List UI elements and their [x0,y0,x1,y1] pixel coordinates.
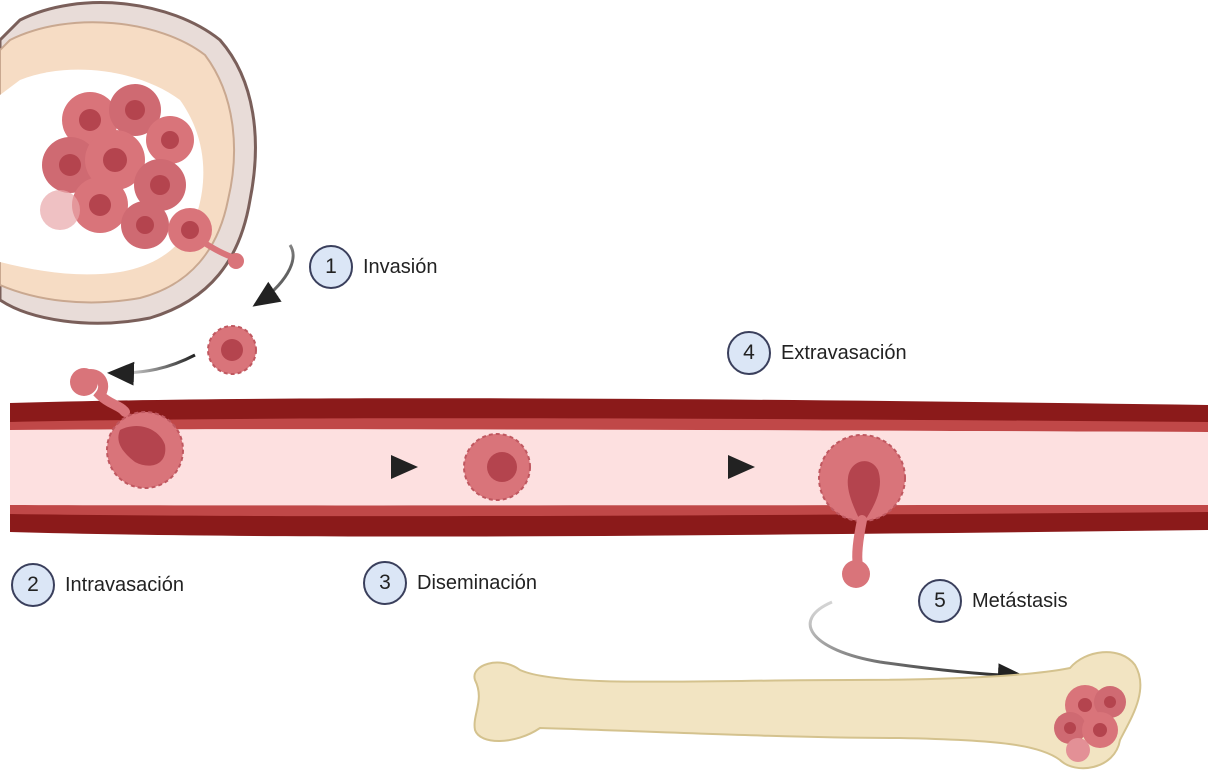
step-number-badge: 5 [918,579,962,623]
step-label: Metástasis [972,590,1068,613]
step-label: Invasión [363,256,438,279]
step-label: Extravasación [781,342,907,365]
invasion-arrow [255,245,293,305]
step-metastasis: 5 Metástasis [918,579,1068,623]
step-invasion: 1 Invasión [309,245,438,289]
bone [474,652,1140,768]
circulating-cell [464,434,530,500]
primary-tumor-duct [0,3,255,324]
circulating-cell-invasion [208,326,256,374]
step-number-badge: 4 [727,331,771,375]
step-number-badge: 3 [363,561,407,605]
intravasation-arrow [110,355,195,373]
step-dissemination: 3 Diseminación [363,561,537,605]
step-label: Intravasación [65,574,184,597]
step-label: Diseminación [417,572,537,595]
step-number-badge: 1 [309,245,353,289]
step-intravasation: 2 Intravasación [11,563,184,607]
step-number-badge: 2 [11,563,55,607]
step-extravasation: 4 Extravasación [727,331,907,375]
